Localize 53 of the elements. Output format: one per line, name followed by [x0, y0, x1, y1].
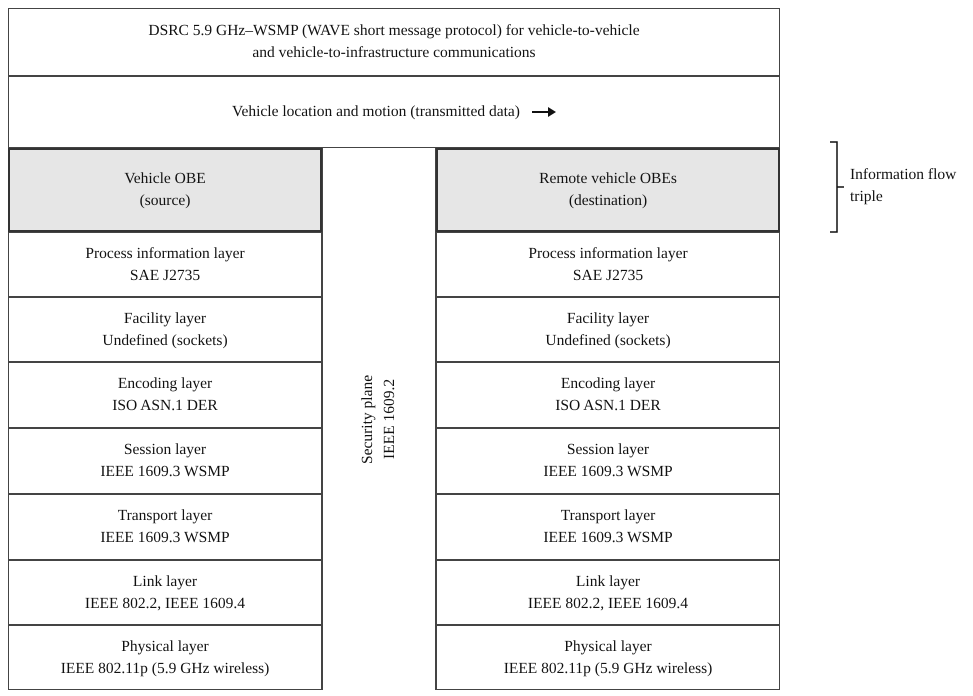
- layer-box: [436, 297, 780, 362]
- node-text: Undefined (sockets): [545, 330, 671, 350]
- layer-box: [8, 560, 322, 625]
- bracket-label: Information flow triple: [850, 165, 958, 207]
- layer-box: [436, 494, 780, 560]
- node-text: SAE J2735: [572, 266, 644, 286]
- node-text: DSRC 5.9 GHz–WSMP (WAVE short message protocol) for vehicle-to-vehicle and vehicle-to-infrastructure communications: [147, 21, 641, 63]
- vertical-label: Security plane IEEE 1609.2: [358, 373, 399, 466]
- node-text: Physical layer: [564, 636, 652, 656]
- source-box: [8, 148, 322, 232]
- node-text: Transport layer: [560, 506, 656, 526]
- layer-box: [8, 494, 322, 560]
- node-text: Encoding layer: [118, 374, 212, 394]
- node-text: SAE J2735: [130, 266, 200, 286]
- layer-box: [8, 625, 322, 690]
- node-text: Facility layer: [124, 308, 206, 328]
- layer-box: [8, 232, 322, 297]
- node-text: Process information layer: [85, 244, 245, 264]
- node-text: Remote vehicle OBEs (destination): [538, 169, 678, 211]
- node-text: Undefined (sockets): [102, 330, 228, 350]
- layer-box: [8, 297, 322, 362]
- node-text: Encoding layer: [560, 374, 656, 394]
- node-text: Session layer: [566, 440, 650, 460]
- node-text: IEEE 802.11p (5.9 GHz wireless): [60, 658, 270, 678]
- layer-box: [436, 625, 780, 690]
- node-text: IEEE 802.11p (5.9 GHz wireless): [504, 658, 712, 678]
- layer-box: [8, 428, 322, 494]
- node-text: IEEE 802.2, IEEE 1609.4: [528, 594, 688, 614]
- node-text: Link layer: [576, 572, 640, 592]
- node-text: ISO ASN.1 DER: [112, 396, 218, 416]
- data-band: [8, 76, 780, 148]
- layer-box: [8, 362, 322, 428]
- node-text: Facility layer: [566, 308, 650, 328]
- layer-box: [436, 362, 780, 428]
- node-text: Vehicle location and motion (transmitted data): [232, 102, 520, 122]
- layer-box: [436, 428, 780, 494]
- node-text: Link layer: [132, 572, 198, 592]
- node-text: Transport layer: [118, 506, 212, 526]
- node-text: IEEE 1609.3 WSMP: [543, 528, 673, 548]
- node-text: Session layer: [124, 440, 206, 460]
- node-text: IEEE 1609.3 WSMP: [100, 462, 230, 482]
- node-text: IEEE 1609.3 WSMP: [100, 528, 230, 548]
- security-plane-column: [322, 148, 436, 690]
- node-text: IEEE 802.2, IEEE 1609.4: [84, 594, 246, 614]
- node-text: Vehicle OBE (source): [123, 169, 207, 211]
- node-text: Process information layer: [528, 244, 688, 264]
- node-text: Physical layer: [121, 636, 209, 656]
- title-band: [8, 8, 780, 76]
- node-text: IEEE 1609.3 WSMP: [543, 462, 673, 482]
- layer-box: [436, 560, 780, 625]
- node-text: ISO ASN.1 DER: [555, 396, 661, 416]
- layer-box: [436, 232, 780, 297]
- destination-box: [436, 148, 780, 232]
